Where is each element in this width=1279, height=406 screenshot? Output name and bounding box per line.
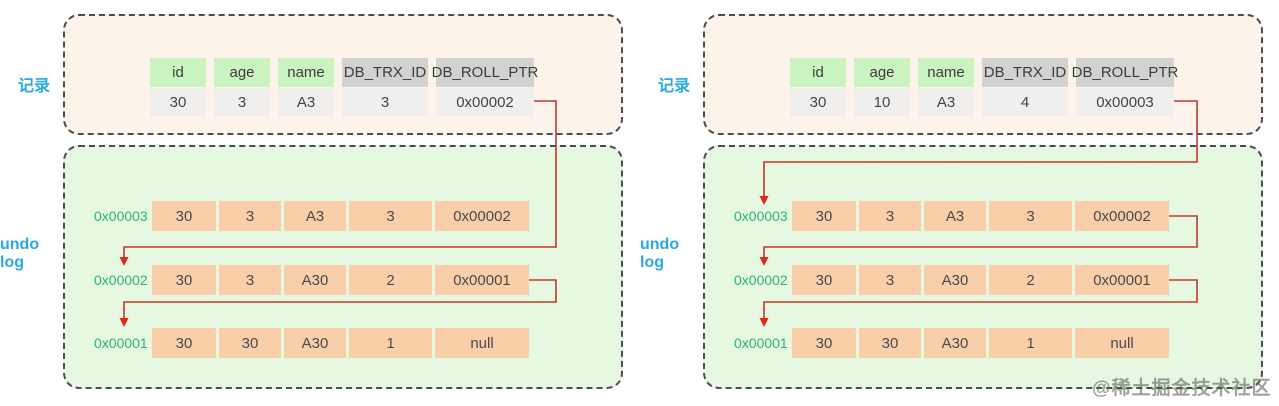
header-cell-age: age xyxy=(854,58,910,87)
record-value-id: 30 xyxy=(150,88,206,116)
undo-log-row: 0x00003 30 3 A3 3 0x00002 xyxy=(734,201,1169,231)
header-cell-roll-ptr: DB_ROLL_PTR xyxy=(1072,58,1178,87)
header-cell-id: id xyxy=(790,58,846,87)
undo-row-cells: 30 30 A30 1 null xyxy=(152,328,529,358)
undo-cell-roll-ptr: 0x00002 xyxy=(1075,201,1169,231)
record-value-age: 3 xyxy=(214,88,270,116)
undo-log-row: 0x00003 30 3 A3 3 0x00002 xyxy=(94,201,529,231)
record-table-data-row: 30 3 A3 3 0x00002 xyxy=(150,88,534,116)
undo-cell-name: A30 xyxy=(284,328,346,358)
undo-cell-roll-ptr: null xyxy=(1075,328,1169,358)
undo-cell-roll-ptr: 0x00001 xyxy=(1075,265,1169,295)
header-cell-name: name xyxy=(918,58,974,87)
undo-cell-trx-id: 2 xyxy=(989,265,1072,295)
panel-group-left: 记录 undo log id age name DB_TRX_ID DB_ROL… xyxy=(0,14,623,389)
record-table-header-row: id age name DB_TRX_ID DB_ROLL_PTR xyxy=(790,58,1178,87)
undo-cell-trx-id: 3 xyxy=(349,201,432,231)
record-value-roll-ptr: 0x00002 xyxy=(436,88,534,116)
undo-log-row: 0x00001 30 30 A30 1 null xyxy=(734,328,1169,358)
undo-cell-age: 3 xyxy=(859,265,921,295)
record-value-name: A3 xyxy=(278,88,334,116)
undo-cell-id: 30 xyxy=(152,265,216,295)
record-value-age: 10 xyxy=(854,88,910,116)
undo-log-row: 0x00001 30 30 A30 1 null xyxy=(94,328,529,358)
undo-cell-id: 30 xyxy=(152,328,216,358)
undo-row-address: 0x00001 xyxy=(94,335,148,351)
undo-cell-name: A30 xyxy=(924,328,986,358)
undo-row-cells: 30 3 A3 3 0x00002 xyxy=(792,201,1169,231)
record-value-id: 30 xyxy=(790,88,846,116)
undo-cell-trx-id: 2 xyxy=(349,265,432,295)
record-table: id age name DB_TRX_ID DB_ROLL_PTR 30 3 A… xyxy=(150,58,538,116)
record-table: id age name DB_TRX_ID DB_ROLL_PTR 30 10 … xyxy=(790,58,1178,116)
undo-cell-name: A30 xyxy=(924,265,986,295)
undo-row-cells: 30 3 A30 2 0x00001 xyxy=(792,265,1169,295)
undo-row-cells: 30 3 A3 3 0x00002 xyxy=(152,201,529,231)
watermark: @稀土掘金技术社区 xyxy=(1092,378,1272,399)
undo-cell-trx-id: 3 xyxy=(989,201,1072,231)
undo-cell-age: 3 xyxy=(219,265,281,295)
undo-cell-trx-id: 1 xyxy=(989,328,1072,358)
undo-cell-age: 30 xyxy=(859,328,921,358)
undo-cell-age: 3 xyxy=(859,201,921,231)
undo-row-address: 0x00002 xyxy=(94,272,148,288)
undo-cell-age: 3 xyxy=(219,201,281,231)
undo-cell-roll-ptr: 0x00002 xyxy=(435,201,529,231)
undo-cell-roll-ptr: null xyxy=(435,328,529,358)
record-table-data-row: 30 10 A3 4 0x00003 xyxy=(790,88,1174,116)
undo-row-address: 0x00003 xyxy=(94,208,148,224)
undo-cell-id: 30 xyxy=(792,328,856,358)
undo-log-row: 0x00002 30 3 A30 2 0x00001 xyxy=(94,265,529,295)
record-value-trx-id: 4 xyxy=(982,88,1068,116)
undo-row-address: 0x00002 xyxy=(734,272,788,288)
header-cell-trx-id: DB_TRX_ID xyxy=(982,58,1068,87)
undo-cell-name: A3 xyxy=(924,201,986,231)
record-panel-label: 记录 xyxy=(657,78,690,95)
undo-row-address: 0x00001 xyxy=(734,335,788,351)
record-panel-label: 记录 xyxy=(17,78,50,95)
header-cell-trx-id: DB_TRX_ID xyxy=(342,58,428,87)
record-table-header-row: id age name DB_TRX_ID DB_ROLL_PTR xyxy=(150,58,538,87)
undo-row-cells: 30 3 A30 2 0x00001 xyxy=(152,265,529,295)
undo-cell-name: A30 xyxy=(284,265,346,295)
undo-cell-id: 30 xyxy=(792,265,856,295)
undo-log-panel-label: undo log xyxy=(0,236,40,271)
panel-group-right: 记录 undo log id age name DB_TRX_ID DB_ROL… xyxy=(640,0,1279,406)
record-value-trx-id: 3 xyxy=(342,88,428,116)
header-cell-roll-ptr: DB_ROLL_PTR xyxy=(432,58,538,87)
undo-cell-age: 30 xyxy=(219,328,281,358)
undo-cell-roll-ptr: 0x00001 xyxy=(435,265,529,295)
record-value-name: A3 xyxy=(918,88,974,116)
undo-log-panel-label: undo log xyxy=(640,236,680,271)
undo-cell-trx-id: 1 xyxy=(349,328,432,358)
undo-row-cells: 30 30 A30 1 null xyxy=(792,328,1169,358)
undo-cell-id: 30 xyxy=(152,201,216,231)
undo-row-address: 0x00003 xyxy=(734,208,788,224)
header-cell-name: name xyxy=(278,58,334,87)
header-cell-id: id xyxy=(150,58,206,87)
record-value-roll-ptr: 0x00003 xyxy=(1076,88,1174,116)
undo-log-row: 0x00002 30 3 A30 2 0x00001 xyxy=(734,265,1169,295)
undo-cell-name: A3 xyxy=(284,201,346,231)
undo-cell-id: 30 xyxy=(792,201,856,231)
header-cell-age: age xyxy=(214,58,270,87)
